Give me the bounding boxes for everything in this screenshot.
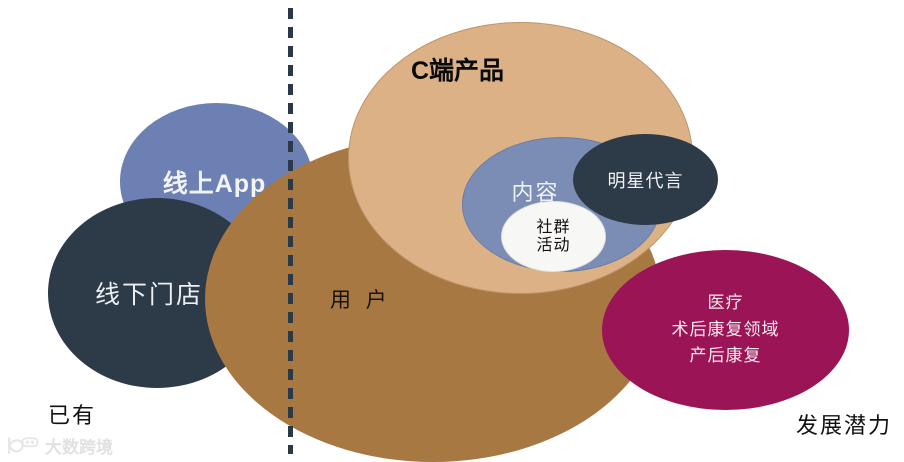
bubble-medical-line3: 产后康复	[689, 346, 762, 366]
caption-existing: 已有	[48, 403, 97, 428]
bubble-medical[interactable]: 医疗 术后康复领域 产后康复	[602, 250, 849, 410]
bubble-offline-store-label: 线下门店	[94, 281, 203, 309]
bubble-content-label: 内容	[511, 179, 560, 205]
watermark: 大数跨境	[6, 433, 113, 458]
bubble-celebrity-endorsement[interactable]: 明星代言	[573, 134, 718, 225]
bubble-community-activity-line1: 社群	[536, 218, 571, 236]
watermark-text: 大数跨境	[45, 438, 113, 457]
bubble-medical-line1: 医疗	[707, 293, 744, 313]
bubble-celebrity-endorsement-label: 明星代言	[607, 170, 684, 191]
bubble-community-activity-label: 社群 活动	[536, 219, 570, 255]
watermark-logo-icon	[8, 437, 39, 454]
bubble-medical-label: 医疗 术后康复领域 产后康复	[672, 290, 780, 369]
bubble-online-app-label: 线上App	[162, 169, 267, 198]
caption-growth-potential: 发展潜力	[796, 413, 893, 438]
bubble-community-activity[interactable]: 社群 活动	[501, 201, 606, 272]
bubble-medical-line2: 术后康复领域	[671, 319, 780, 339]
bubble-community-activity-line2: 活动	[536, 236, 571, 254]
dashed-divider-line	[288, 8, 293, 454]
